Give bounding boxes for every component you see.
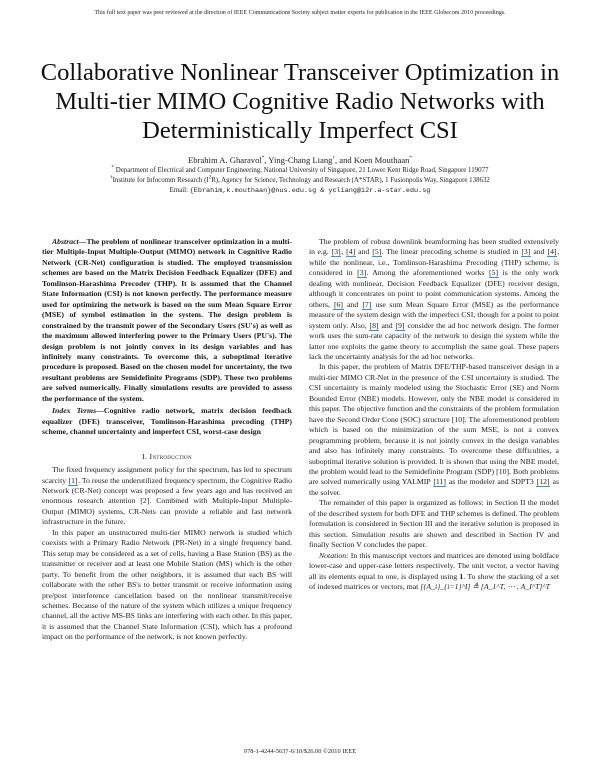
text: and — [379, 320, 396, 330]
text: . To show the stacking of a set of index… — [309, 571, 560, 591]
left-column: Abstract—The problem of nonlinear transc… — [42, 237, 292, 643]
author-separator: , and — [334, 155, 354, 165]
text: . To reuse the underutilized frequency s… — [42, 475, 292, 527]
text: , while the nonlinear, i.e., Tomlinson-H… — [309, 247, 559, 278]
email-label: Email: — [169, 187, 190, 194]
affiliation-2-text: Institute for Infocomm Research (I — [112, 177, 209, 184]
citation-link[interactable]: [6] — [333, 299, 344, 310]
author-1: Ebrahim A. Gharavol — [188, 155, 262, 165]
author-list: Ebrahim A. Gharavol*, Ying-Chang Liang†,… — [0, 155, 600, 165]
notation-paragraph: Notation: In this manuscript vectors and… — [309, 551, 559, 593]
citation-link[interactable]: [3] — [520, 247, 531, 258]
abstract: Abstract—The problem of nonlinear transc… — [42, 237, 292, 404]
affiliation-1-text: Department of Electrical and Computer En… — [114, 167, 489, 174]
citation-link[interactable]: [5] — [371, 247, 382, 258]
email-line: Email: {Ebrahim,k.mouthaan}@nus.edu.sg &… — [0, 187, 600, 195]
text: consider the ad hoc network design. The … — [309, 320, 559, 361]
text: In this paper, the problem of Matrix DFE… — [309, 362, 559, 487]
author-3-mark: * — [409, 156, 412, 162]
section-heading-introduction: I. Introduction — [42, 452, 292, 462]
citation-link[interactable]: [7] — [361, 299, 372, 310]
intro-paragraph-4: In this paper, the problem of Matrix DFE… — [309, 362, 559, 498]
citation-link[interactable]: [12] — [536, 477, 551, 488]
text: use sum Mean Square Error (MSE) as the p… — [309, 299, 559, 330]
citation-link[interactable]: [4] — [345, 247, 356, 258]
index-terms: Index Terms—Cognitive radio network, mat… — [42, 406, 292, 437]
text: . Among the aforementioned works — [366, 268, 489, 278]
title-line-3: Deterministically Imperfect CSI — [142, 117, 458, 144]
stacking-equation: [{A_i}_{i=1}^I] ≜ [A_1^T, ⋯ , A_I^T]^T — [420, 581, 550, 591]
text: . The linear precoding scheme is studied… — [381, 247, 521, 257]
text: as the modeler and SDPT3 — [446, 477, 537, 487]
section-title: Introduction — [149, 451, 192, 461]
citation-link[interactable]: [5] — [488, 268, 499, 279]
abstract-text: The problem of nonlinear transceiver opt… — [42, 237, 292, 403]
affiliation-2: †Institute for Infocomm Research (I2R), … — [0, 175, 600, 184]
affiliation-1-mark: * — [111, 165, 115, 171]
title-line-2: Multi-tier MIMO Cognitive Radio Networks… — [55, 88, 545, 115]
dash: — — [78, 237, 87, 246]
text: as the solver. — [309, 477, 559, 497]
citation-link[interactable]: [8] — [369, 320, 380, 331]
dash: — — [96, 406, 104, 416]
author-3: Koen Mouthaan — [353, 155, 410, 165]
intro-paragraph-5: The remainder of this paper is organized… — [309, 498, 559, 550]
author-2-mark: † — [332, 156, 335, 162]
author-2: Ying-Chang Liang — [268, 155, 333, 165]
peer-review-banner: This full text paper was peer reviewed a… — [94, 10, 506, 16]
text: and — [355, 247, 372, 257]
text: and — [343, 299, 362, 309]
text: The fixed frequency assignment policy fo… — [42, 465, 292, 485]
copyright-footer: 978-1-4244-5637-6/10/$26.00 ©2010 IEEE — [243, 748, 357, 755]
notation-label: Notation: — [319, 550, 349, 560]
citation-link[interactable]: [11] — [432, 477, 447, 488]
index-terms-label: Index Terms — [52, 406, 97, 416]
citation-link[interactable]: [9] — [395, 320, 406, 331]
citation-link[interactable]: [3] — [331, 247, 342, 258]
author-1-mark: * — [261, 156, 265, 162]
title-line-1: Collaborative Nonlinear Transceiver Opti… — [40, 59, 560, 86]
citation-link[interactable]: [3] — [356, 268, 367, 279]
citation-link[interactable]: [4] — [547, 247, 558, 258]
superscript: 2 — [208, 175, 212, 181]
intro-paragraph-3: The problem of robust downlink beamformi… — [309, 237, 559, 362]
text: and — [530, 247, 548, 257]
text: The problem of robust downlink beamformi… — [309, 237, 559, 257]
email-address[interactable]: {Ebrahim,k.mouthaan}@nus.edu.sg & yclian… — [189, 187, 431, 195]
unit-vector-symbol: 1 — [459, 571, 464, 581]
affiliation-2-text-cont: R), Agency for Science, Technology and R… — [211, 177, 490, 184]
right-column: The problem of robust downlink beamformi… — [309, 237, 559, 592]
intro-paragraph-1: The fixed frequency assignment policy fo… — [42, 465, 292, 528]
citation-link[interactable]: [1] — [68, 475, 79, 486]
affiliation-2-mark: † — [110, 175, 113, 181]
text: , — [341, 247, 346, 257]
section-number: I. — [142, 451, 150, 461]
affiliation-1: * Department of Electrical and Computer … — [0, 165, 600, 174]
text: In this manuscript vectors and matrices … — [309, 550, 559, 581]
paper-title: Collaborative Nonlinear Transceiver Opti… — [20, 58, 580, 145]
author-separator: , — [264, 155, 269, 165]
intro-paragraph-2: In this paper an unstructured multi-tier… — [42, 527, 292, 642]
text: is the only work dealing with nonlinear,… — [309, 268, 559, 309]
abstract-label: Abstract — [52, 237, 79, 246]
index-terms-text: Cognitive radio network, matrix decision… — [42, 406, 292, 437]
